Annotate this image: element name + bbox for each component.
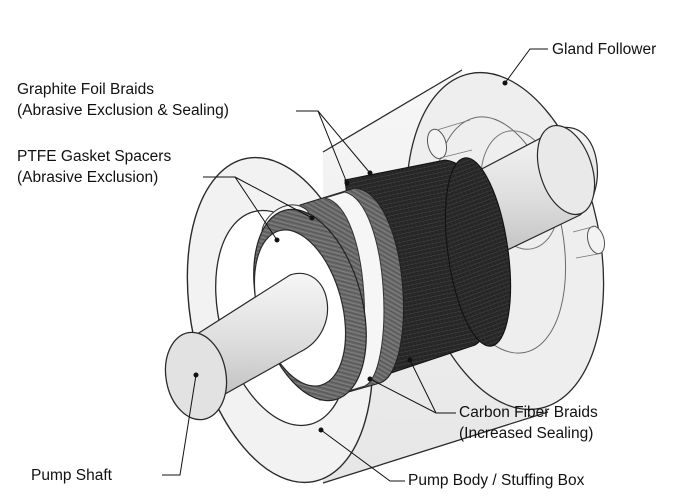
label-pump-shaft: Pump Shaft: [31, 467, 112, 484]
leader-dots: [193, 80, 508, 433]
ptfe-gasket-spacer: [324, 191, 385, 393]
leader-lines: [162, 48, 548, 482]
label-gland-follower: Gland Follower: [552, 41, 657, 58]
label-graphite-subtitle: (Abrasive Exclusion & Sealing): [17, 102, 229, 119]
label-carbon-title: Carbon Fiber Braids: [459, 404, 598, 421]
label-ptfe-title: PTFE Gasket Spacers: [17, 148, 172, 165]
bolt-hole-right: [572, 225, 606, 259]
label-graphite-title: Graphite Foil Braids: [17, 81, 154, 98]
label-pump-body: Pump Body / Stuffing Box: [408, 472, 585, 489]
label-ptfe-subtitle: (Abrasive Exclusion): [17, 169, 159, 186]
packing-rings: [253, 157, 512, 402]
bolt-hole-upper: [426, 119, 473, 160]
label-carbon-subtitle: (Increased Sealing): [459, 425, 594, 442]
